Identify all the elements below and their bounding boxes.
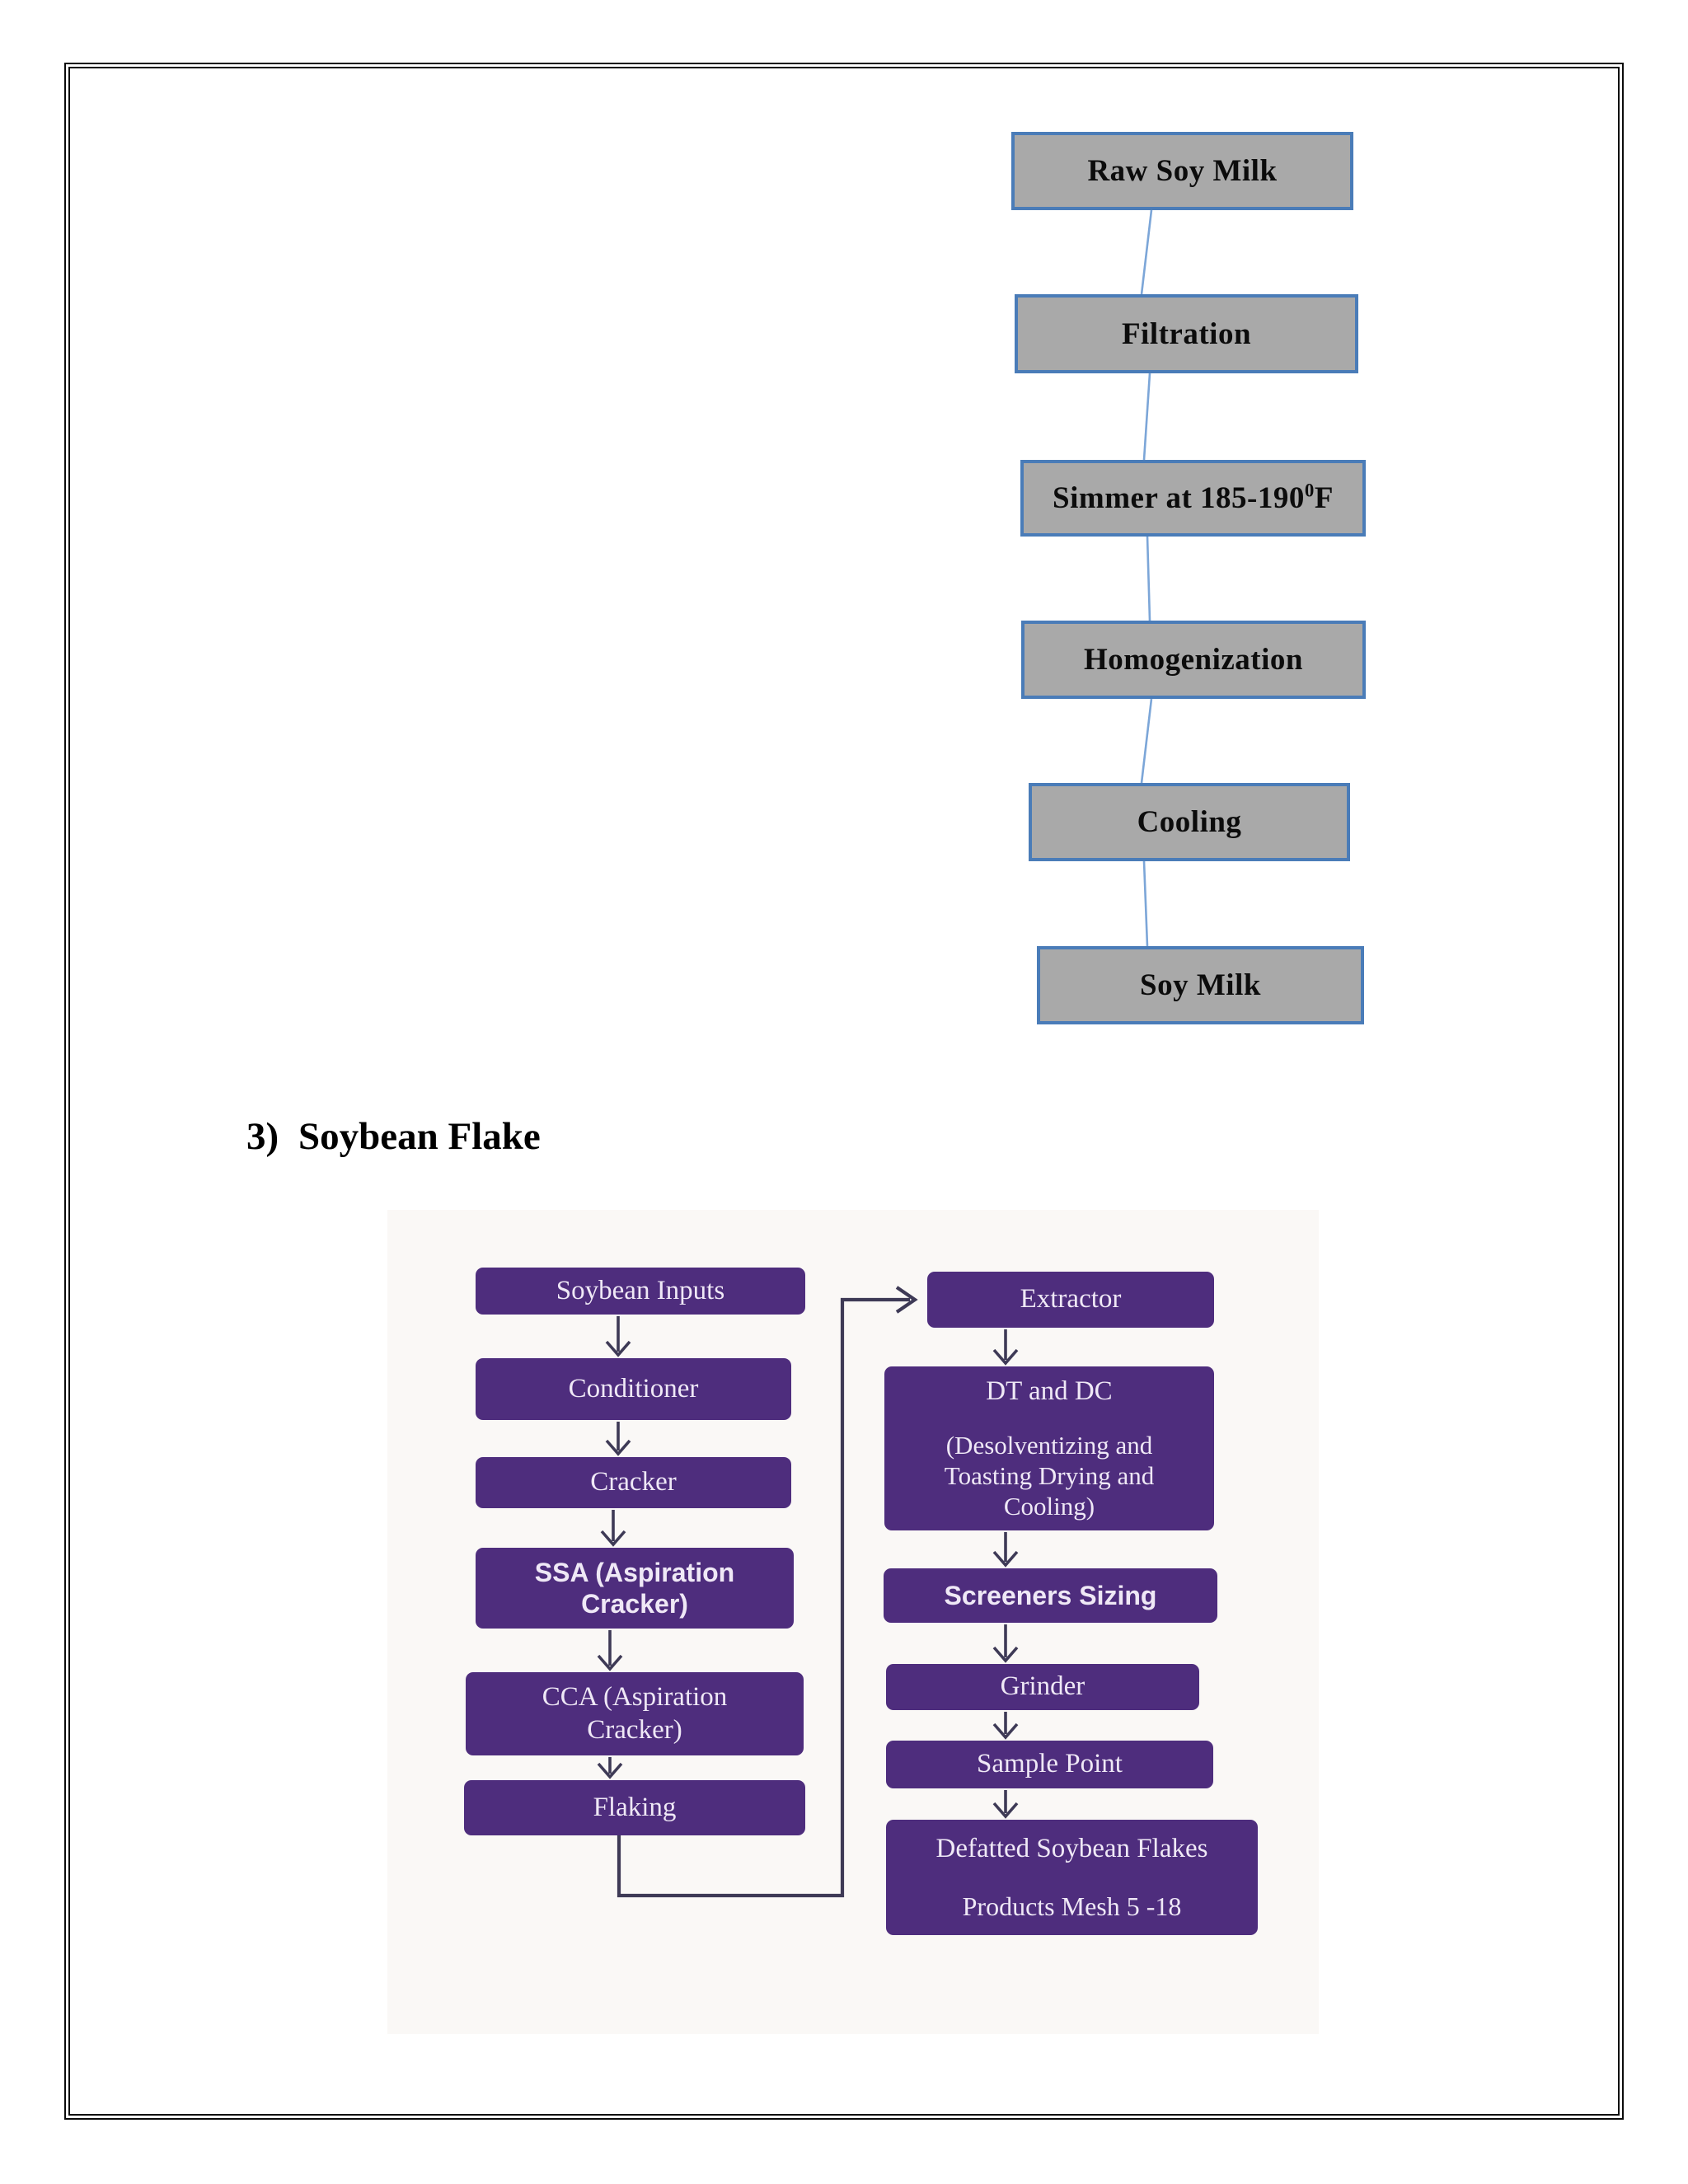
flake-box-label: Defatted Soybean Flakes (935, 1834, 1208, 1863)
flake-box-label: Extractor (1020, 1284, 1122, 1315)
flow-box-label: Cooling (1137, 805, 1242, 839)
flake-box-label: Sample Point (977, 1749, 1123, 1779)
flow-box-filtration: Filtration (1015, 294, 1358, 373)
flake-box-label: Grinder (1000, 1671, 1085, 1702)
flake-box-label: CCA (Aspiration Cracker) (542, 1681, 728, 1745)
flake-box-label: Conditioner (568, 1373, 699, 1404)
flake-box-label: DT and DC (986, 1376, 1113, 1406)
flake-box-cca-aspiration-cracker: CCA (Aspiration Cracker) (466, 1672, 804, 1755)
flake-box-label: SSA (Aspiration Cracker) (534, 1557, 735, 1619)
flake-box-label: Soybean Inputs (556, 1275, 725, 1305)
flake-box-soybean-inputs: Soybean Inputs (476, 1268, 805, 1315)
flow-box-label: Homogenization (1084, 643, 1303, 677)
flow-box-label: Simmer at 185-1900F (1053, 480, 1334, 515)
flake-box-label: Cracker (590, 1467, 677, 1497)
flake-box-flaking: Flaking (464, 1780, 805, 1835)
section-heading: 3) Soybean Flake (246, 1114, 541, 1159)
flake-box-extractor: Extractor (927, 1272, 1214, 1328)
flow-box-simmer: Simmer at 185-1900F (1020, 460, 1366, 537)
flake-box-ssa-aspiration-cracker: SSA (Aspiration Cracker) (476, 1548, 794, 1629)
flake-box-dt-and-dc: DT and DC (Desolventizing and Toasting D… (884, 1366, 1214, 1530)
flake-box-conditioner: Conditioner (476, 1358, 791, 1420)
flow-box-label: Raw Soy Milk (1087, 154, 1278, 188)
section-number: 3) (246, 1115, 279, 1158)
section-title: Soybean Flake (298, 1115, 541, 1158)
flake-box-screeners-sizing: Screeners Sizing (884, 1568, 1217, 1623)
flake-box-label: Screeners Sizing (944, 1580, 1157, 1610)
flow-box-raw-soy-milk: Raw Soy Milk (1011, 132, 1353, 210)
flow-box-label: Filtration (1121, 316, 1252, 351)
flow-box-label: Soy Milk (1140, 968, 1261, 1002)
flake-box-sublabel: (Desolventizing and Toasting Drying and … (944, 1430, 1155, 1521)
flow-box-soy-milk: Soy Milk (1037, 946, 1364, 1024)
flake-box-defatted-soybean-flakes: Defatted Soybean Flakes Products Mesh 5 … (886, 1820, 1258, 1935)
flake-box-grinder: Grinder (886, 1664, 1199, 1710)
flake-box-sample-point: Sample Point (886, 1741, 1213, 1788)
flake-box-label: Flaking (593, 1792, 677, 1822)
flow-box-cooling: Cooling (1029, 783, 1350, 861)
flake-box-sublabel: Products Mesh 5 -18 (962, 1891, 1182, 1921)
superscript-zero: 0 (1304, 480, 1315, 501)
flow-box-homogenization: Homogenization (1021, 621, 1366, 699)
flake-box-cracker: Cracker (476, 1457, 791, 1508)
